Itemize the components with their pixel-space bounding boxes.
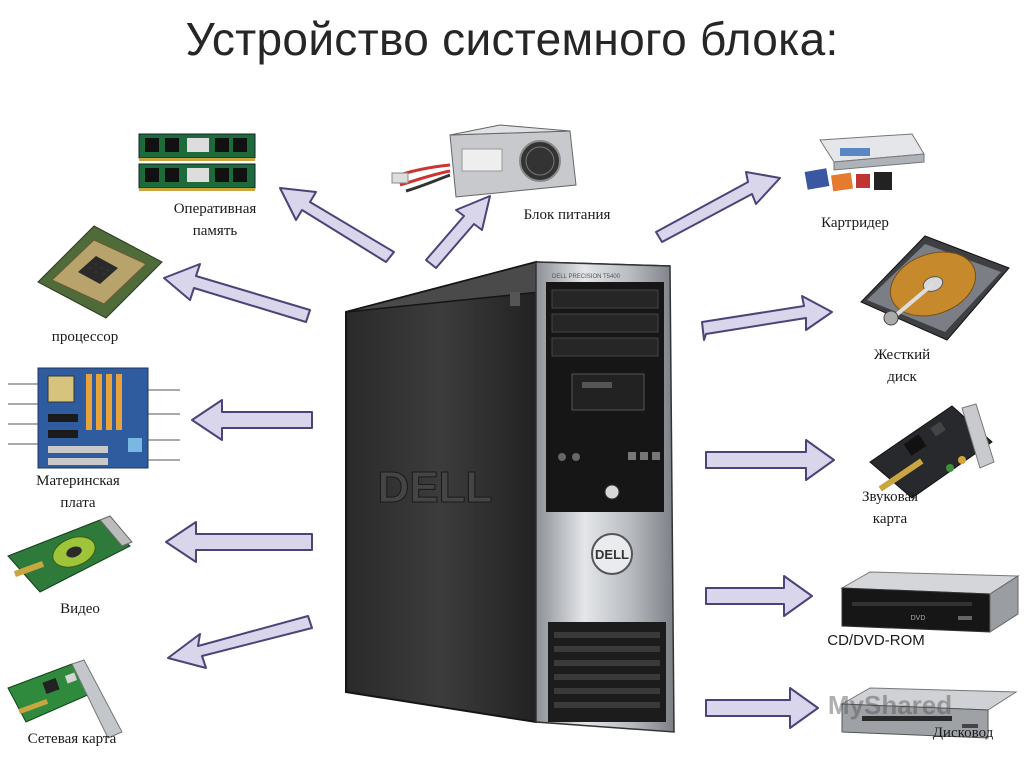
label-cardreader: Картридер <box>821 215 889 231</box>
arrow-to-psu <box>425 195 491 269</box>
label-network: Сетевая карта <box>27 731 117 747</box>
arrow-to-ram <box>279 187 395 263</box>
label-ram: Оперативная память <box>173 201 257 239</box>
label-floppy: Дисковод <box>932 725 994 741</box>
label-video: Видео <box>60 601 100 617</box>
cpu-image <box>37 225 163 319</box>
floppy-image <box>840 687 1018 739</box>
arrow-to-motherboard <box>191 399 313 441</box>
arrow-to-network <box>167 615 313 669</box>
label-motherboard: Материнская плата <box>36 473 120 511</box>
svg-text:DVD: DVD <box>911 615 926 622</box>
arrow-to-cardreader <box>655 171 781 243</box>
arrow-to-cdrom <box>705 575 813 617</box>
arrow-to-soundcard <box>705 439 835 481</box>
arrow-to-video <box>165 521 313 563</box>
soundcard-image <box>869 403 995 499</box>
arrow-to-cpu <box>163 263 311 323</box>
cdrom-image: DVD <box>840 571 1020 633</box>
label-soundcard: Звуковая карта <box>861 489 919 527</box>
arrow-to-floppy <box>705 687 819 729</box>
hdd-image <box>860 235 1010 341</box>
label-cdrom: CD/DVD-ROM <box>827 632 925 649</box>
arrow-to-hdd <box>701 295 833 341</box>
cardreader-image <box>804 133 925 192</box>
ram-image <box>138 133 256 191</box>
label-cpu: процессор <box>51 329 119 345</box>
watermark-text: MyShared <box>827 690 953 720</box>
system-unit-image: DELL DELL PRECISION T5400 DELL <box>345 260 675 733</box>
networkcard-image <box>7 659 123 739</box>
case-side-logo: DELL <box>378 463 493 512</box>
label-psu: Блок питания <box>523 207 611 223</box>
page-title: Устройство системного блока: <box>185 13 839 65</box>
case-badge-text: DELL <box>595 547 629 562</box>
videocard-image <box>7 515 133 593</box>
case-model-text: DELL PRECISION T5400 <box>552 274 621 280</box>
psu-image <box>391 124 577 198</box>
label-hdd: Жесткий диск <box>873 347 931 385</box>
motherboard-image <box>8 367 180 469</box>
